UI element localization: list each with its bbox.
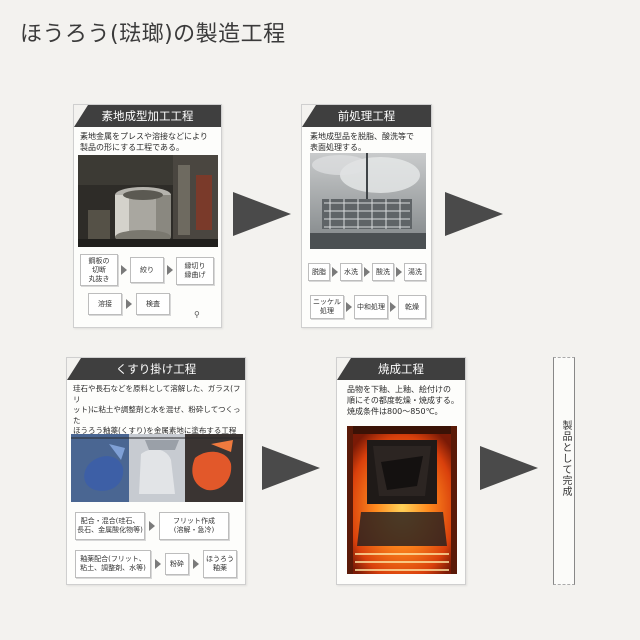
forming-step-1: 鋼板の 切断 丸抜き [80,254,118,286]
arrow-right-icon [155,559,161,569]
page-title: ほうろう(琺瑯)の製造工程 [20,22,286,47]
pretreatment-step-7: 乾燥 [398,295,426,319]
card-firing: 焼成工程 品物を下釉、上釉、絵付けの 順にその都度乾燥・焼成する。 焼成条件は8… [336,357,466,585]
arrow-right-icon [346,302,352,312]
card-pretreatment-description: 素地成型品を脱脂、酸洗等で 表面処理する。 [310,132,414,152]
pretreatment-step-4: 湯洗 [404,263,426,281]
pretreatment-step-2: 水洗 [340,263,362,281]
arrow-right-icon [480,446,538,490]
card-forming-title: 素地成型加工工程 [101,109,194,123]
finish-label: 製品として完成 [560,420,571,497]
card-firing-title: 焼成工程 [378,362,424,376]
arrow-right-icon [167,265,173,275]
forming-photo [78,155,218,247]
arrow-right-icon [396,267,402,277]
card-glazing-title: くすり掛け工程 [115,362,197,376]
glazing-step-1: 配合・混合(珪石、 長石、金属酸化物等) [75,512,145,540]
forming-step-4: 溶接 [88,293,122,315]
finish-box [553,357,575,585]
pretreatment-photo [310,153,426,249]
forming-step-2: 絞り [130,257,164,283]
arrow-right-icon [445,192,503,236]
card-pretreatment-header: 前処理工程 [302,105,431,127]
glazing-step-3: 釉薬配合(フリット、 粘土、調整剤、水等) [75,550,151,578]
card-glazing: くすり掛け工程 珪石や長石などを原料として溶解した、ガラス(フリ ット)に粘土や… [66,357,246,585]
glazing-step-4: 粉砕 [165,553,189,575]
card-forming: 素地成型加工工程 素地金属をプレスや溶接などにより 製品の形にする工程である。 … [73,104,222,328]
firing-photo [347,426,457,574]
arrow-right-icon [121,265,127,275]
card-pretreatment-title: 前処理工程 [337,109,396,123]
arrow-right-icon [149,521,155,531]
pretreatment-step-3: 酸洗 [372,263,394,281]
forming-step-3: 縁切り 縁曲げ [176,257,214,285]
card-pretreatment: 前処理工程 素地成型品を脱脂、酸洗等で 表面処理する。 [301,104,432,328]
card-firing-description: 品物を下釉、上釉、絵付けの 順にその都度乾燥・焼成する。 焼成条件は800〜85… [347,385,459,416]
forming-step-5: 検査 [136,293,170,315]
arrow-right-icon [126,299,132,309]
arrow-right-icon [332,267,338,277]
arrow-right-icon [233,192,291,236]
card-forming-header: 素地成型加工工程 [74,105,221,127]
pretreatment-step-6: 中和処理 [354,295,388,319]
arrow-right-icon [390,302,396,312]
glazing-step-5: ほうろう 釉薬 [203,550,237,578]
pretreatment-step-1: 脱脂 [308,263,330,281]
arrow-right-icon [364,267,370,277]
bolt-icon: ⚲ [194,310,200,319]
arrow-right-icon [262,446,320,490]
card-glazing-header: くすり掛け工程 [67,358,245,380]
card-forming-description: 素地金属をプレスや溶接などにより 製品の形にする工程である。 [80,132,208,152]
arrow-right-icon [193,559,199,569]
card-firing-header: 焼成工程 [337,358,465,380]
glazing-step-2: フリット作成 (溶解・急冷) [159,512,229,540]
pretreatment-step-5: ニッケル 処理 [310,295,344,319]
glazing-photo [71,434,243,502]
